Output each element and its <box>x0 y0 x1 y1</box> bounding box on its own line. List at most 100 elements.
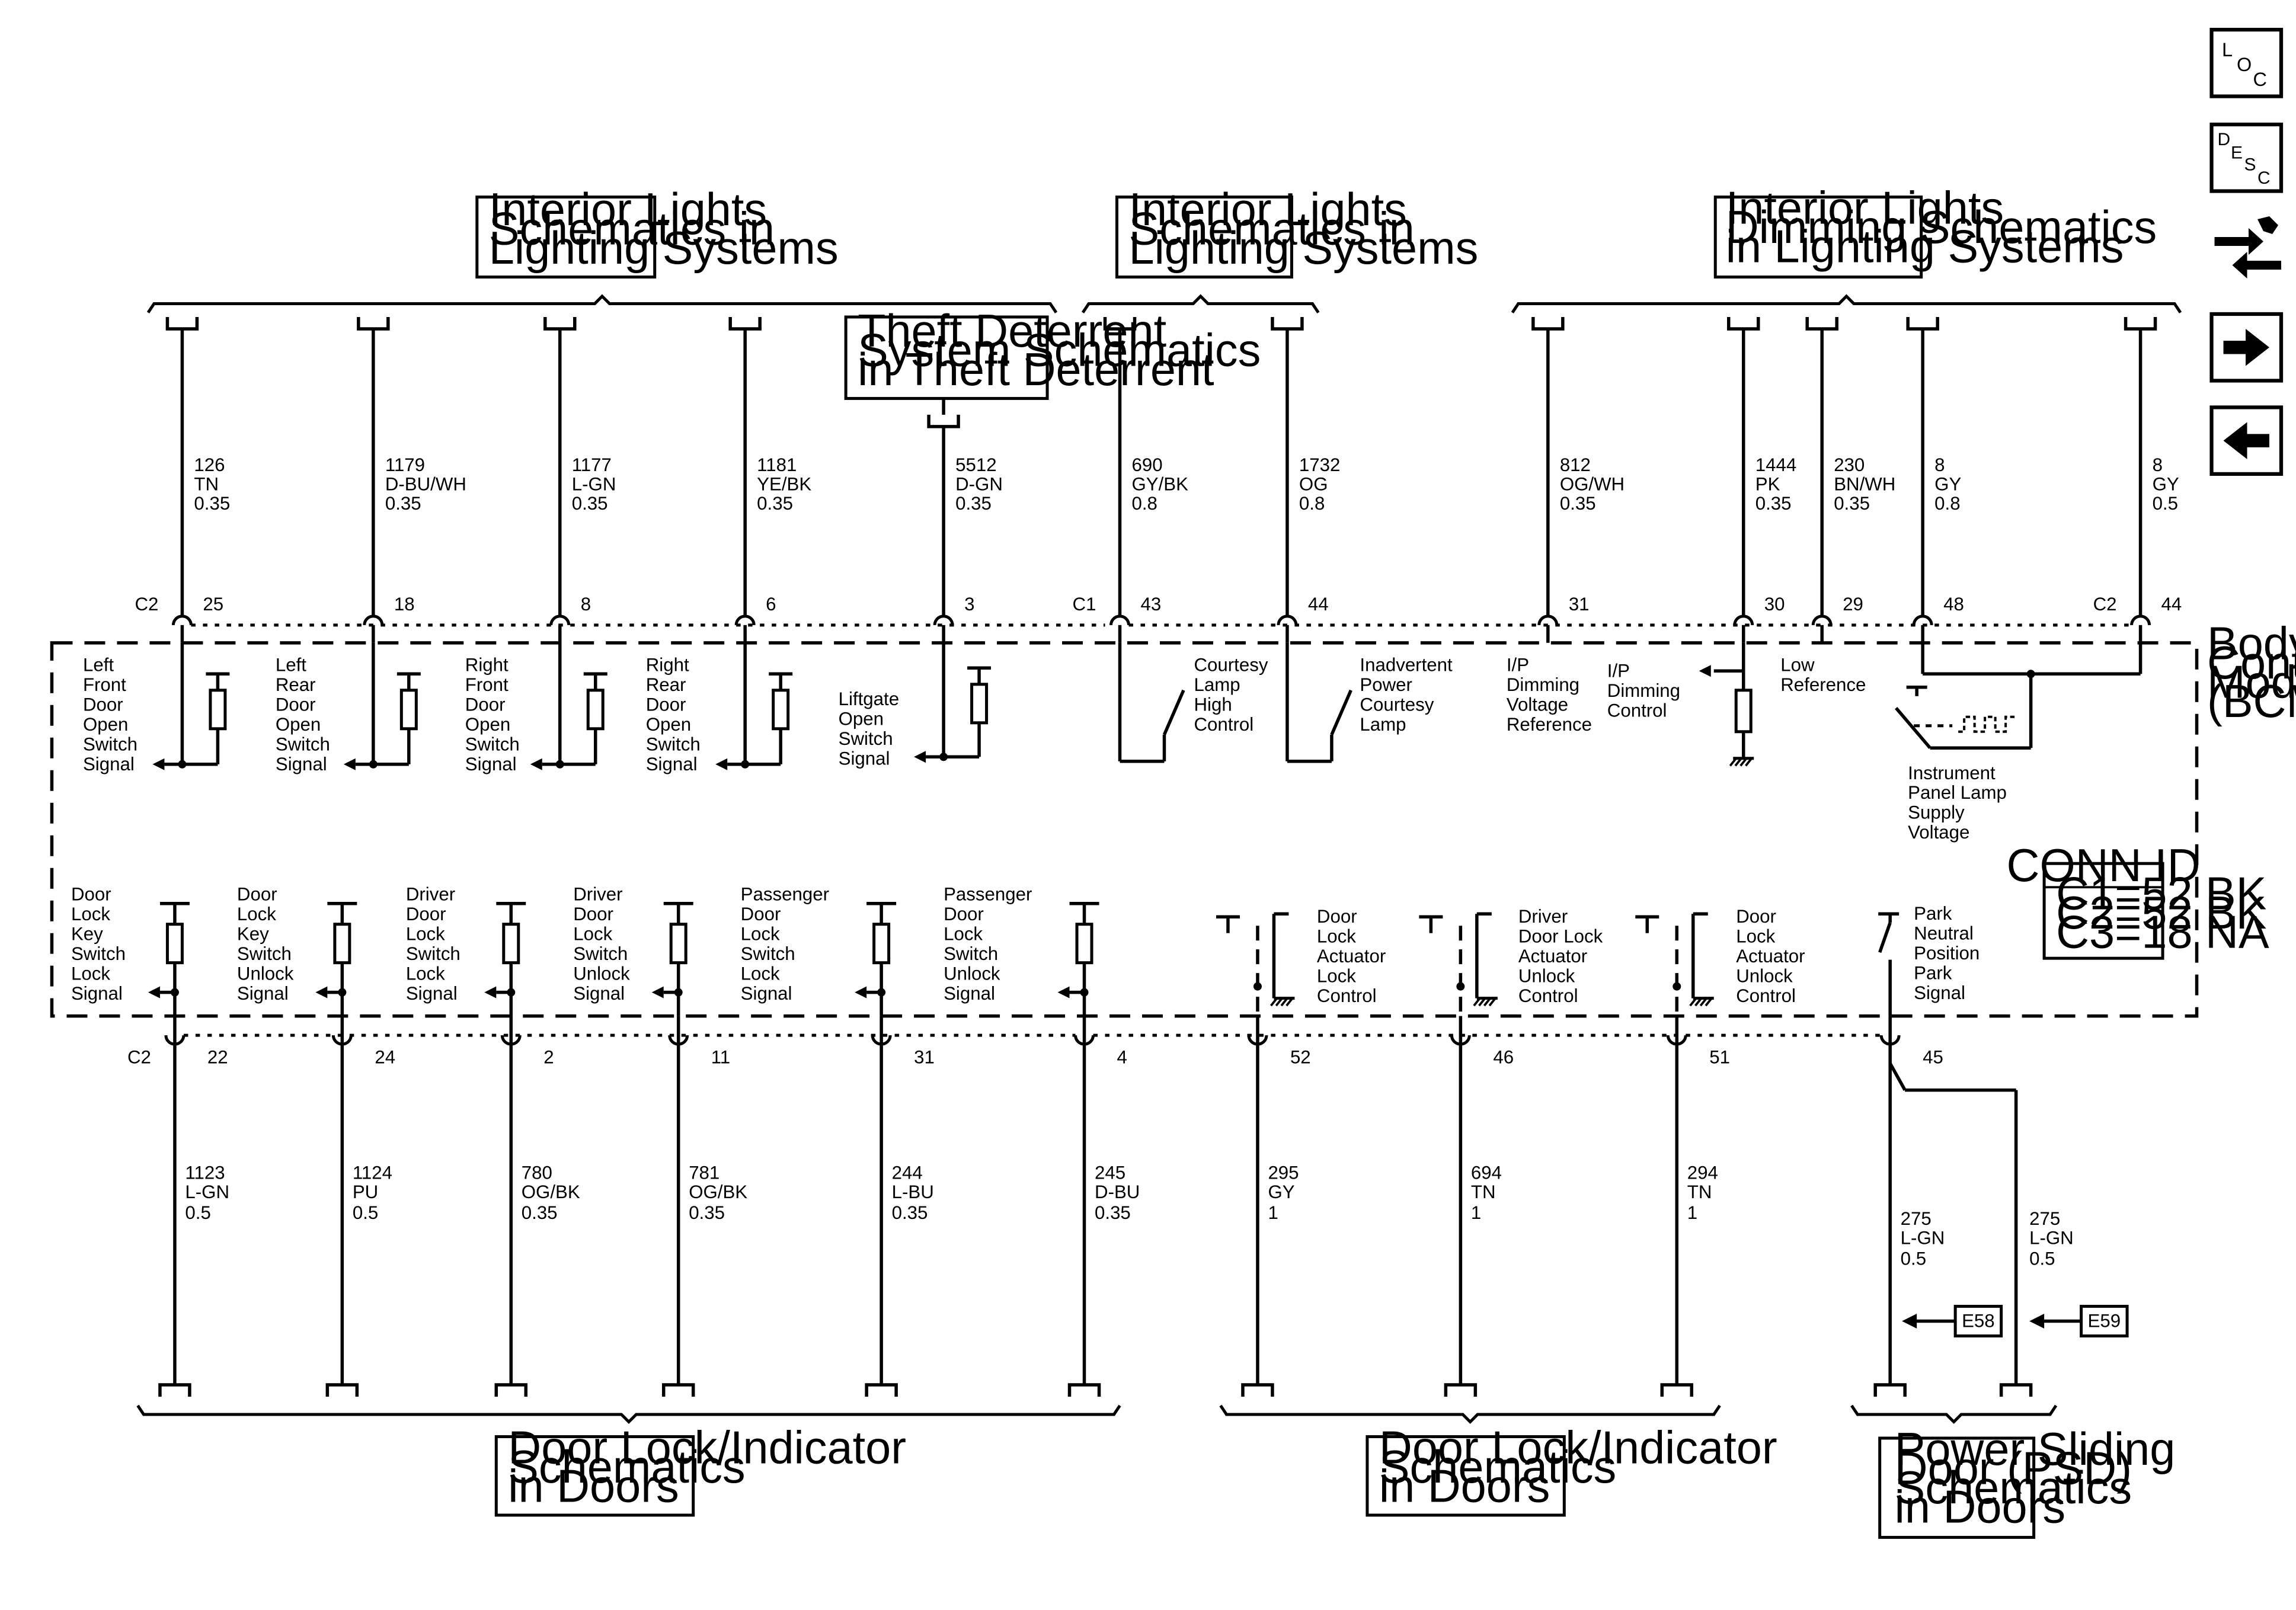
circuit-label: Open <box>465 714 510 735</box>
switch-blade <box>1878 922 1892 953</box>
next-button[interactable] <box>2209 312 2284 383</box>
harness-bracket <box>146 294 1058 313</box>
circuit-label: Front <box>465 674 509 695</box>
terminal-symbol <box>927 414 960 428</box>
terminal-symbol <box>1103 316 1137 331</box>
harness-bracket <box>1219 1404 1721 1425</box>
splice-dot <box>1673 982 1681 991</box>
signal-arrow <box>1699 665 1711 677</box>
terminal-symbol <box>661 1383 695 1397</box>
wire-gauge: 0.35 <box>1755 493 1792 514</box>
circuit-label: Control <box>1518 985 1578 1006</box>
circuit-number: 244 <box>892 1163 923 1183</box>
circuit-label: Door <box>573 904 613 924</box>
desc-letter: C <box>2257 168 2271 188</box>
harness-bracket <box>1850 1404 2058 1425</box>
circuit-label: Signal <box>1914 982 1965 1003</box>
terminal-symbol <box>165 316 199 331</box>
wire-gauge: 0.35 <box>689 1202 725 1223</box>
reference-box: Door Lock/Indicator Schematics in Doors <box>494 1422 906 1517</box>
circuit-label: Door <box>1317 906 1357 927</box>
reference-box: Interior Lights Schematics in Lighting S… <box>475 184 839 279</box>
circuit-label: Door <box>465 694 506 715</box>
terminal-symbol <box>1271 316 1304 331</box>
resistor <box>399 689 418 731</box>
wire-color: YE/BK <box>757 473 811 494</box>
resistor <box>669 923 687 965</box>
connector-pin <box>171 614 193 626</box>
circuit-label: Voltage <box>1507 694 1568 715</box>
circuit-label: Supply <box>1908 802 1965 823</box>
wire-gauge: 0.35 <box>385 493 421 514</box>
pin-number: 4 <box>1117 1047 1127 1068</box>
wire-color: L-BU <box>892 1182 934 1202</box>
circuit-number: 1181 <box>757 454 797 475</box>
circuit-label: Open <box>276 714 321 735</box>
wire-gauge: 0.35 <box>194 493 230 514</box>
wire-color: TN <box>1471 1182 1496 1202</box>
circuit-label: Door <box>741 904 781 924</box>
switch-blade <box>1330 689 1352 735</box>
splice-dot <box>555 760 564 769</box>
terminal-symbol <box>325 1383 359 1397</box>
resistor <box>872 923 891 965</box>
circuit-label: Switch <box>406 943 461 964</box>
reference-line: in Doors <box>1895 1481 2065 1532</box>
circuit-label: Signal <box>646 754 698 774</box>
wire-gauge: 0.8 <box>1299 493 1325 514</box>
circuit-number: 8 <box>2153 454 2163 475</box>
ground-symbol <box>1473 997 1481 1007</box>
circuit-number: 812 <box>1560 454 1591 475</box>
ground-symbol <box>1285 997 1294 1007</box>
reference-line: Door Lock/Indicator <box>508 1422 906 1473</box>
splice-dot <box>741 760 750 769</box>
reference-arrow <box>2029 1314 2045 1329</box>
resistor <box>970 683 989 725</box>
description-button[interactable]: D E S C <box>2209 122 2284 193</box>
connector-pin <box>1450 1035 1471 1046</box>
connector-end-view-button[interactable] <box>2214 216 2282 279</box>
circuit-label: Actuator <box>1736 946 1805 966</box>
location-button[interactable]: L O C <box>2209 27 2284 98</box>
reference-line: Schematics in <box>489 203 775 254</box>
circuit-label: Lock <box>944 924 983 945</box>
circuit-label: Signal <box>237 983 289 1004</box>
circuit-label: Switch <box>944 943 998 964</box>
circuit-label: Unlock <box>1736 966 1793 987</box>
harness-bracket <box>1081 294 1320 313</box>
wire-color: GY <box>1268 1182 1294 1202</box>
circuit-number: 295 <box>1268 1163 1299 1183</box>
ground-symbol <box>1699 997 1707 1007</box>
circuit-number: 694 <box>1471 1163 1502 1183</box>
reference-box: Interior Lights Schematics in Lighting S… <box>1115 184 1478 279</box>
circuit-label: Reference <box>1507 714 1592 735</box>
circuit-label: Signal <box>276 754 327 774</box>
circuit-number: 275 <box>2029 1208 2060 1229</box>
circuit-label: Door <box>1736 906 1776 927</box>
circuit-label: Door <box>237 884 277 905</box>
circuit-label: Power <box>1360 674 1412 695</box>
circuit-label: Unlock <box>1518 966 1575 987</box>
wires-layer: 126TN0.3525C21179D-BU/WH0.35181177L-GN0.… <box>71 294 2182 1425</box>
previous-button[interactable] <box>2209 405 2284 476</box>
connector-id: C2 <box>2093 594 2117 614</box>
reference-line: Door Lock/Indicator <box>1379 1422 1777 1473</box>
circuit-label: Door Lock <box>1518 926 1603 947</box>
wire-color: OG/WH <box>1560 473 1625 494</box>
reference-arrow <box>1902 1314 1917 1329</box>
circuit-label: Signal <box>71 983 123 1004</box>
circuit-label: Dimming <box>1507 674 1579 695</box>
circuit-label: Lock <box>237 904 276 924</box>
circuit-number: 230 <box>1834 454 1865 475</box>
circuit-label: Left <box>83 654 114 675</box>
terminal-symbol <box>1999 1383 2033 1397</box>
wire-gauge: 0.35 <box>1834 493 1870 514</box>
reference-line: Power Sliding <box>1895 1424 2176 1475</box>
wire-gauge: 0.5 <box>1901 1249 1926 1269</box>
ground-symbol <box>1734 757 1742 767</box>
conn-id-line: C3=18 NA <box>2056 907 2269 958</box>
connector-pin <box>1666 1035 1687 1046</box>
desc-letter: S <box>2244 155 2256 175</box>
reference-line: Interior Lights <box>1129 184 1407 235</box>
